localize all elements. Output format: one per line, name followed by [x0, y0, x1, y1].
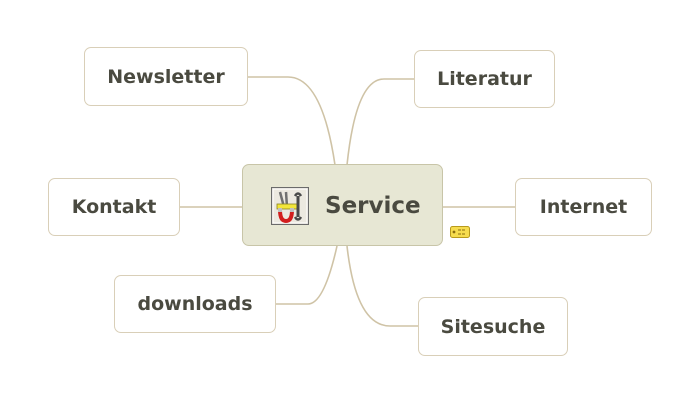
- connector-literatur: [346, 78, 414, 166]
- connector-downloads: [276, 245, 338, 305]
- central-topic-service[interactable]: Service: [242, 164, 443, 246]
- node-internet-label: Internet: [539, 196, 628, 218]
- node-literatur[interactable]: Literatur: [414, 50, 555, 108]
- node-downloads-label: downloads: [137, 293, 253, 315]
- node-downloads[interactable]: downloads: [114, 275, 276, 333]
- node-internet[interactable]: Internet: [515, 178, 652, 236]
- node-kontakt-label: Kontakt: [71, 196, 157, 218]
- node-kontakt[interactable]: Kontakt: [48, 178, 180, 236]
- node-sitesuche[interactable]: Sitesuche: [418, 297, 568, 356]
- node-newsletter-label: Newsletter: [107, 65, 225, 88]
- toolbox-icon: [271, 187, 309, 225]
- node-newsletter[interactable]: Newsletter: [84, 47, 248, 106]
- tag-icon[interactable]: [450, 226, 470, 238]
- node-literatur-label: Literatur: [437, 68, 532, 90]
- connector-newsletter: [248, 76, 336, 166]
- central-topic-label: Service: [325, 193, 421, 219]
- node-sitesuche-label: Sitesuche: [440, 315, 546, 338]
- connector-sitesuche: [346, 245, 418, 327]
